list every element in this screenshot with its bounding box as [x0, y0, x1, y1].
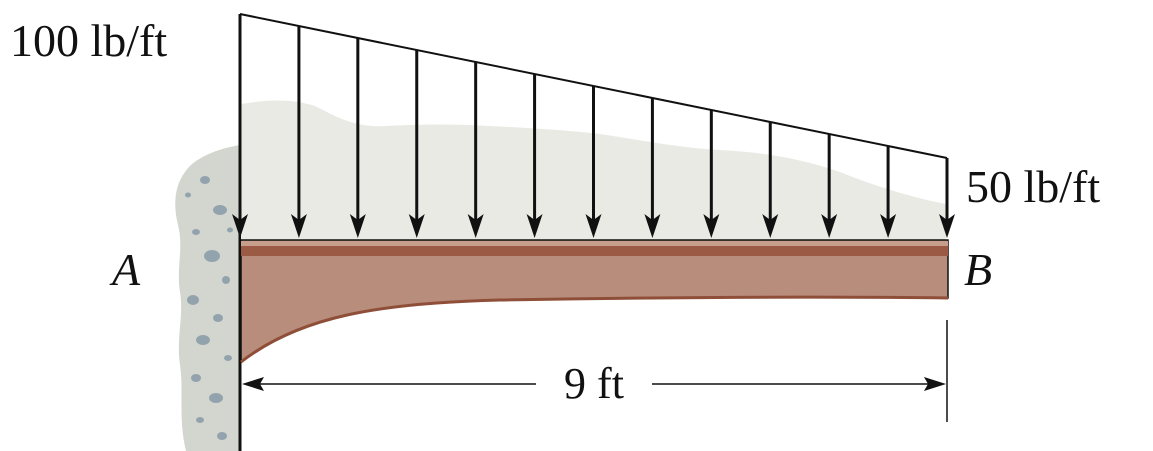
wall-stones — [185, 176, 233, 440]
beam-body — [240, 239, 949, 364]
wall-body — [175, 145, 240, 451]
load-arrow-head — [408, 214, 425, 238]
load-arrows — [232, 14, 955, 238]
load-arrow-head — [526, 214, 543, 238]
dimension-arrow-left — [242, 377, 264, 391]
fixed-wall-support — [175, 14, 242, 451]
beam — [240, 239, 949, 364]
load-arrow-head — [880, 214, 897, 238]
right-load-intensity-label: 50 lb/ft — [966, 161, 1100, 212]
point-b-label: B — [964, 244, 992, 295]
load-arrow-head — [939, 214, 955, 238]
dimension-arrow-right — [924, 377, 946, 391]
load-arrow-head — [762, 214, 779, 238]
load-arrow-head — [703, 214, 720, 238]
beam-bottom-edge — [240, 295, 949, 364]
span-dimension: 9 ft — [242, 320, 948, 422]
load-arrow-head — [467, 214, 484, 238]
span-label: 9 ft — [564, 359, 624, 408]
beam-top-highlight — [241, 241, 948, 246]
load-arrow-head — [290, 214, 307, 238]
load-arrow-head — [644, 214, 661, 238]
load-arrow-head — [585, 214, 602, 238]
point-a-label: A — [109, 244, 141, 295]
load-arrow-head — [349, 214, 366, 238]
load-arrow-head — [232, 214, 248, 238]
left-load-intensity-label: 100 lb/ft — [10, 15, 167, 66]
load-arrow-head — [821, 214, 838, 238]
beam-top-band — [241, 246, 948, 256]
